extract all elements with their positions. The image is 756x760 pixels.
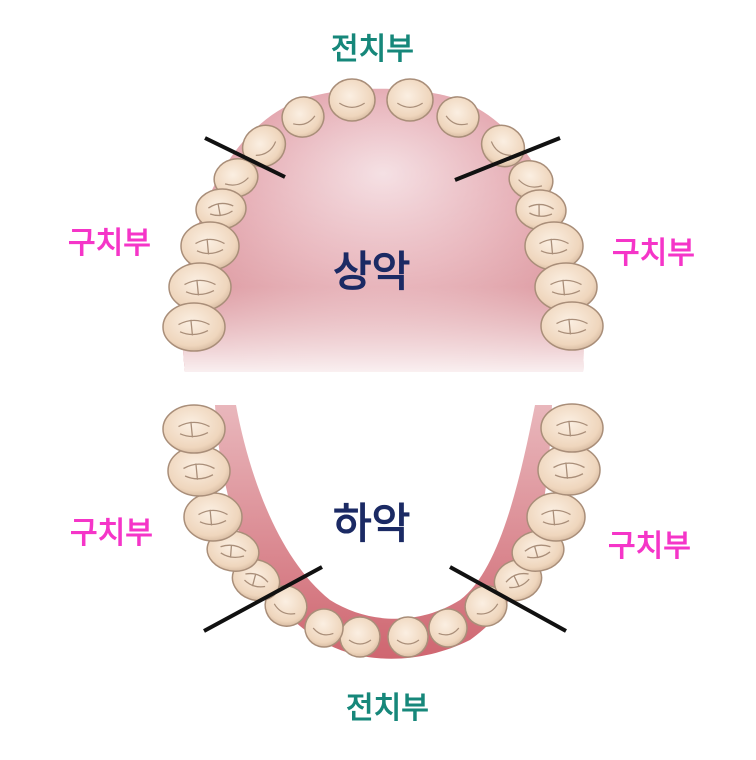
lower-tooth (339, 616, 381, 658)
upper-tooth (162, 302, 226, 352)
upper-tooth (281, 96, 325, 138)
upper-tooth (180, 221, 240, 271)
lower-front-teeth-label: 전치부 (346, 691, 429, 726)
upper-right-back-teeth-label: 구치부 (612, 236, 695, 271)
lower-jaw-title: 하악 (333, 499, 411, 548)
lower-right-back-teeth-label: 구치부 (608, 529, 691, 564)
upper-tooth (386, 78, 434, 122)
upper-left-back-teeth-label: 구치부 (68, 226, 151, 261)
upper-jaw-title: 상악 (333, 247, 411, 296)
upper-left-divider-line (204, 136, 286, 179)
upper-front-teeth-label: 전치부 (331, 32, 414, 67)
upper-teeth (162, 78, 604, 352)
lower-tooth (304, 608, 344, 648)
lower-tooth (537, 444, 601, 496)
upper-tooth (436, 96, 480, 138)
upper-tooth (540, 301, 604, 351)
upper-tooth (328, 78, 376, 122)
upper-right-divider-line (454, 136, 561, 182)
lower-tooth (387, 616, 429, 658)
upper-tooth (515, 189, 567, 231)
lower-tooth (183, 492, 243, 542)
upper-tooth (241, 124, 287, 168)
lower-tooth (167, 445, 231, 497)
lower-tooth (428, 608, 468, 648)
upper-palate (182, 88, 584, 372)
lower-tooth (162, 404, 226, 454)
lower-tooth (526, 492, 586, 542)
lower-tooth (540, 403, 604, 453)
upper-tooth (524, 221, 584, 271)
lower-left-divider-line (203, 565, 323, 633)
lower-right-divider-line (449, 565, 567, 633)
lower-left-back-teeth-label: 구치부 (70, 516, 153, 551)
lower-teeth (162, 403, 604, 658)
